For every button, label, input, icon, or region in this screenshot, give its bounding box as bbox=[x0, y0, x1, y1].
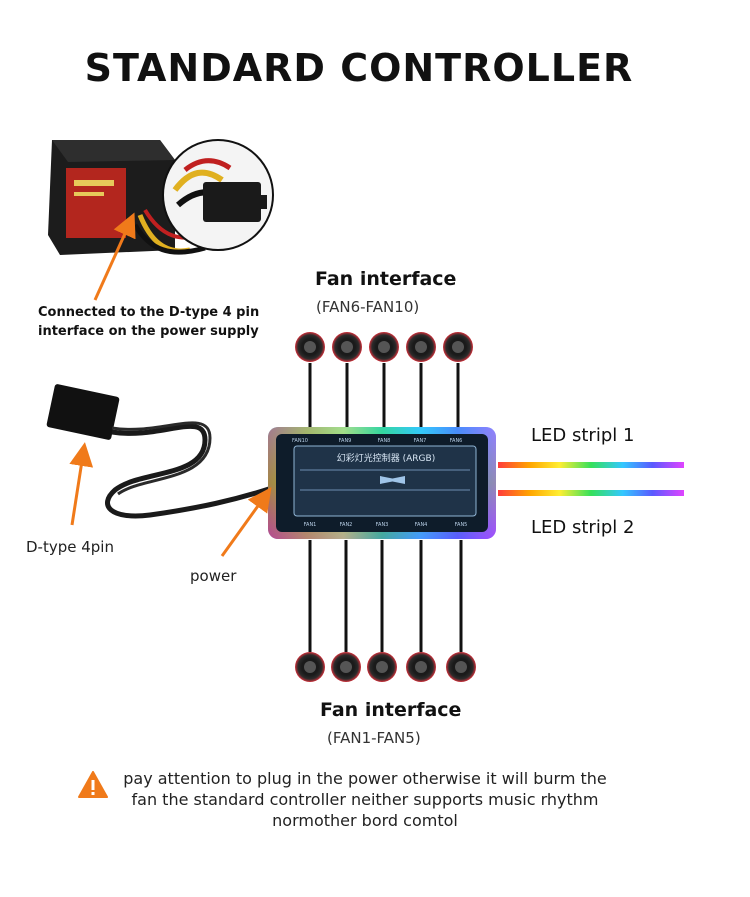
controller-chinese-title: 幻彩灯光控制器 (ARGB) bbox=[337, 452, 435, 464]
fan-icon bbox=[446, 540, 476, 682]
port-label: FAN10 bbox=[292, 438, 308, 444]
port-label: FAN5 bbox=[455, 522, 468, 528]
fan-bottom-title: Fan interface bbox=[320, 699, 462, 721]
d-type-connector-image bbox=[46, 384, 273, 519]
fan-top-subtitle: (FAN6-FAN10) bbox=[316, 298, 420, 316]
controller-bottom-port-labels: FAN1 FAN2 FAN3 FAN4 FAN5 bbox=[304, 522, 468, 528]
led-strip-1-label: LED stripl 1 bbox=[531, 425, 635, 446]
fan-icon bbox=[367, 540, 397, 682]
warning-line2: fan the standard controller neither supp… bbox=[131, 790, 599, 809]
power-supply-image bbox=[48, 139, 274, 255]
fan-icon bbox=[406, 540, 436, 682]
page-title: STANDARD CONTROLLER bbox=[84, 46, 634, 90]
psu-note-line2: interface on the power supply bbox=[38, 324, 259, 339]
bottom-fans bbox=[295, 540, 476, 682]
psu-arrow bbox=[93, 212, 136, 301]
fan-icon bbox=[332, 332, 362, 428]
port-label: FAN4 bbox=[415, 522, 428, 528]
power-arrow bbox=[220, 487, 272, 557]
port-label: FAN3 bbox=[376, 522, 389, 528]
port-label: FAN1 bbox=[304, 522, 317, 528]
fan-icon bbox=[331, 540, 361, 682]
top-fans bbox=[295, 332, 473, 428]
fan-top-title: Fan interface bbox=[315, 268, 457, 290]
port-label: FAN9 bbox=[339, 438, 352, 444]
led-strip-2-label: LED stripl 2 bbox=[531, 517, 635, 538]
port-label: FAN8 bbox=[378, 438, 391, 444]
port-label: FAN2 bbox=[340, 522, 353, 528]
led-strip-1 bbox=[498, 462, 684, 468]
fan-icon bbox=[369, 332, 399, 428]
controller-board bbox=[268, 427, 496, 539]
warning-line1: pay attention to plug in the power other… bbox=[123, 769, 607, 788]
fan-icon bbox=[443, 332, 473, 428]
warning-line3: normother bord comtol bbox=[272, 811, 458, 830]
fan-icon bbox=[295, 540, 325, 682]
port-label: FAN6 bbox=[450, 438, 463, 444]
fan-bottom-subtitle: (FAN1-FAN5) bbox=[327, 729, 421, 747]
d-type-arrow bbox=[69, 442, 94, 526]
fan-icon bbox=[295, 332, 325, 428]
warning-icon bbox=[78, 771, 108, 798]
warning-text: pay attention to plug in the power other… bbox=[100, 768, 630, 831]
d-type-label: D-type 4pin bbox=[26, 538, 114, 556]
controller-top-port-labels: FAN10 FAN9 FAN8 FAN7 FAN6 bbox=[292, 438, 462, 444]
fan-icon bbox=[406, 332, 436, 428]
power-label: power bbox=[190, 567, 237, 585]
led-strip-2 bbox=[498, 490, 684, 496]
psu-note-line1: Connected to the D-type 4 pin bbox=[38, 305, 260, 320]
port-label: FAN7 bbox=[414, 438, 427, 444]
